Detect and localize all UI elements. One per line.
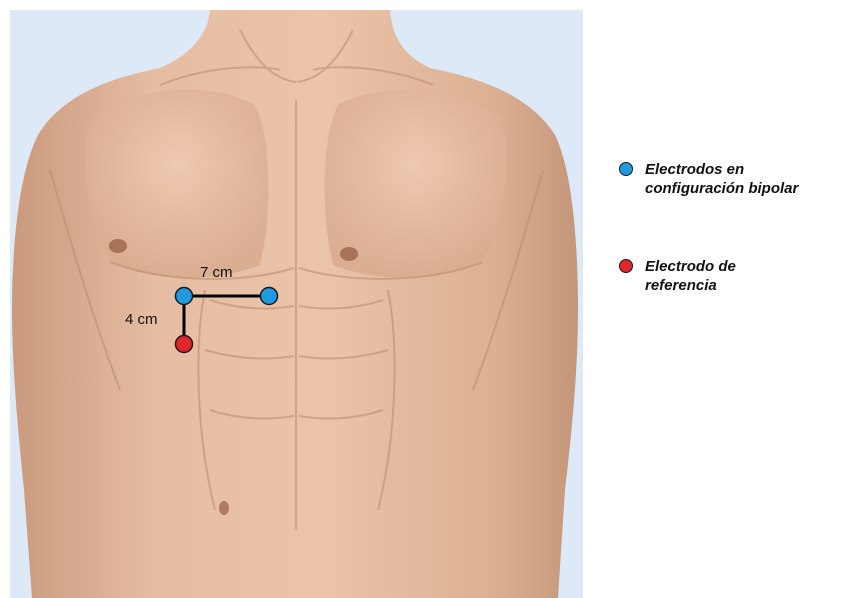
torso-illustration (10, 10, 583, 598)
navel (219, 501, 229, 515)
vertical-distance-label: 4 cm (125, 311, 158, 328)
legend-item-reference: Electrodo de referencia (619, 257, 736, 295)
torso-illustration-panel: 7 cm 4 cm (10, 10, 583, 598)
legend-bipolar-dot (619, 162, 633, 176)
reference-electrode (176, 336, 193, 353)
bipolar-electrode-2 (261, 288, 278, 305)
legend-reference-label: Electrodo de referencia (645, 257, 736, 295)
nipple-left (109, 239, 127, 253)
bipolar-electrode-1 (176, 288, 193, 305)
nipple-right (340, 247, 358, 261)
legend-bipolar-label: Electrodos en configuración bipolar (645, 160, 798, 198)
legend-reference-dot (619, 259, 633, 273)
horizontal-distance-label: 7 cm (200, 264, 233, 281)
legend-item-bipolar: Electrodos en configuración bipolar (619, 160, 798, 198)
